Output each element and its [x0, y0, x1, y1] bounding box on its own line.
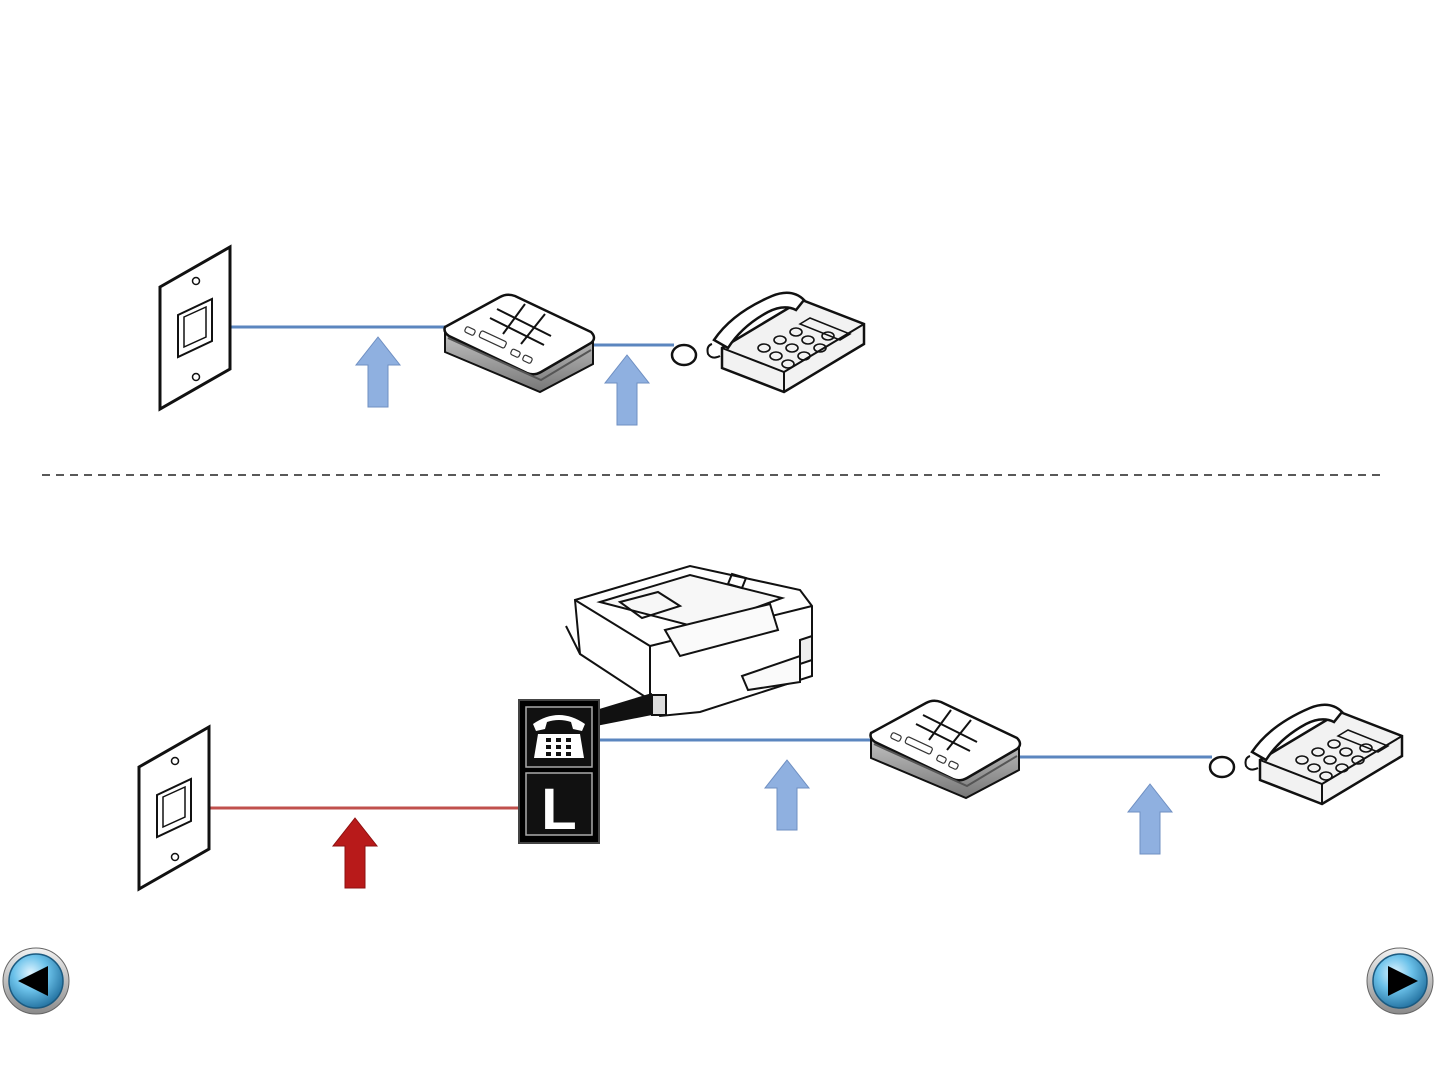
arrow-up-icon	[333, 818, 377, 888]
telephone-icon	[1210, 705, 1402, 804]
wall-jack-icon	[139, 727, 209, 889]
telephone-icon	[672, 293, 864, 392]
arrow-up-icon	[356, 337, 400, 407]
modem-icon	[871, 701, 1021, 798]
printer-icon	[566, 566, 812, 716]
previous-button[interactable]	[3, 948, 69, 1014]
arrow-up-icon	[605, 355, 649, 425]
modem-icon	[445, 295, 595, 392]
next-button[interactable]	[1367, 948, 1433, 1014]
arrow-up-icon	[1128, 784, 1172, 854]
top-connection-diagram	[160, 247, 864, 425]
callout-pointer	[596, 693, 652, 726]
line-port-label: L	[541, 777, 576, 842]
wall-jack-icon	[160, 247, 230, 409]
bottom-connection-diagram: L	[139, 566, 1402, 889]
printer-port-panel: L	[519, 700, 599, 843]
arrow-up-icon	[765, 760, 809, 830]
